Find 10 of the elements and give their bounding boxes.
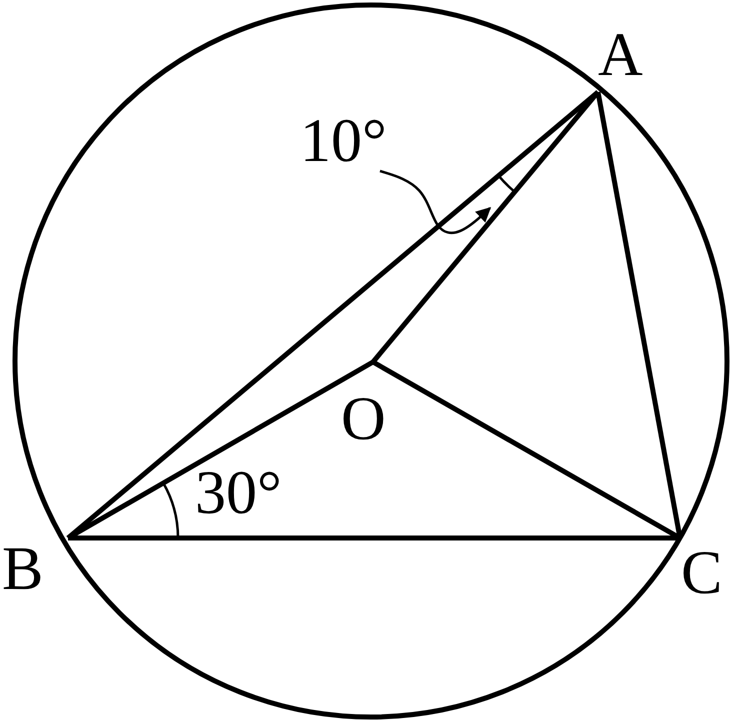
line-segment: [371, 90, 600, 364]
point-label: A: [598, 24, 643, 86]
point-label: C: [681, 542, 722, 604]
point-label: O: [341, 388, 386, 450]
angle-label: 10°: [300, 110, 387, 172]
line-segment: [66, 90, 600, 540]
angle-label: 30°: [195, 462, 282, 524]
point-label: B: [2, 538, 44, 600]
line-segment: [66, 360, 374, 540]
leader-arrow: [380, 170, 492, 234]
